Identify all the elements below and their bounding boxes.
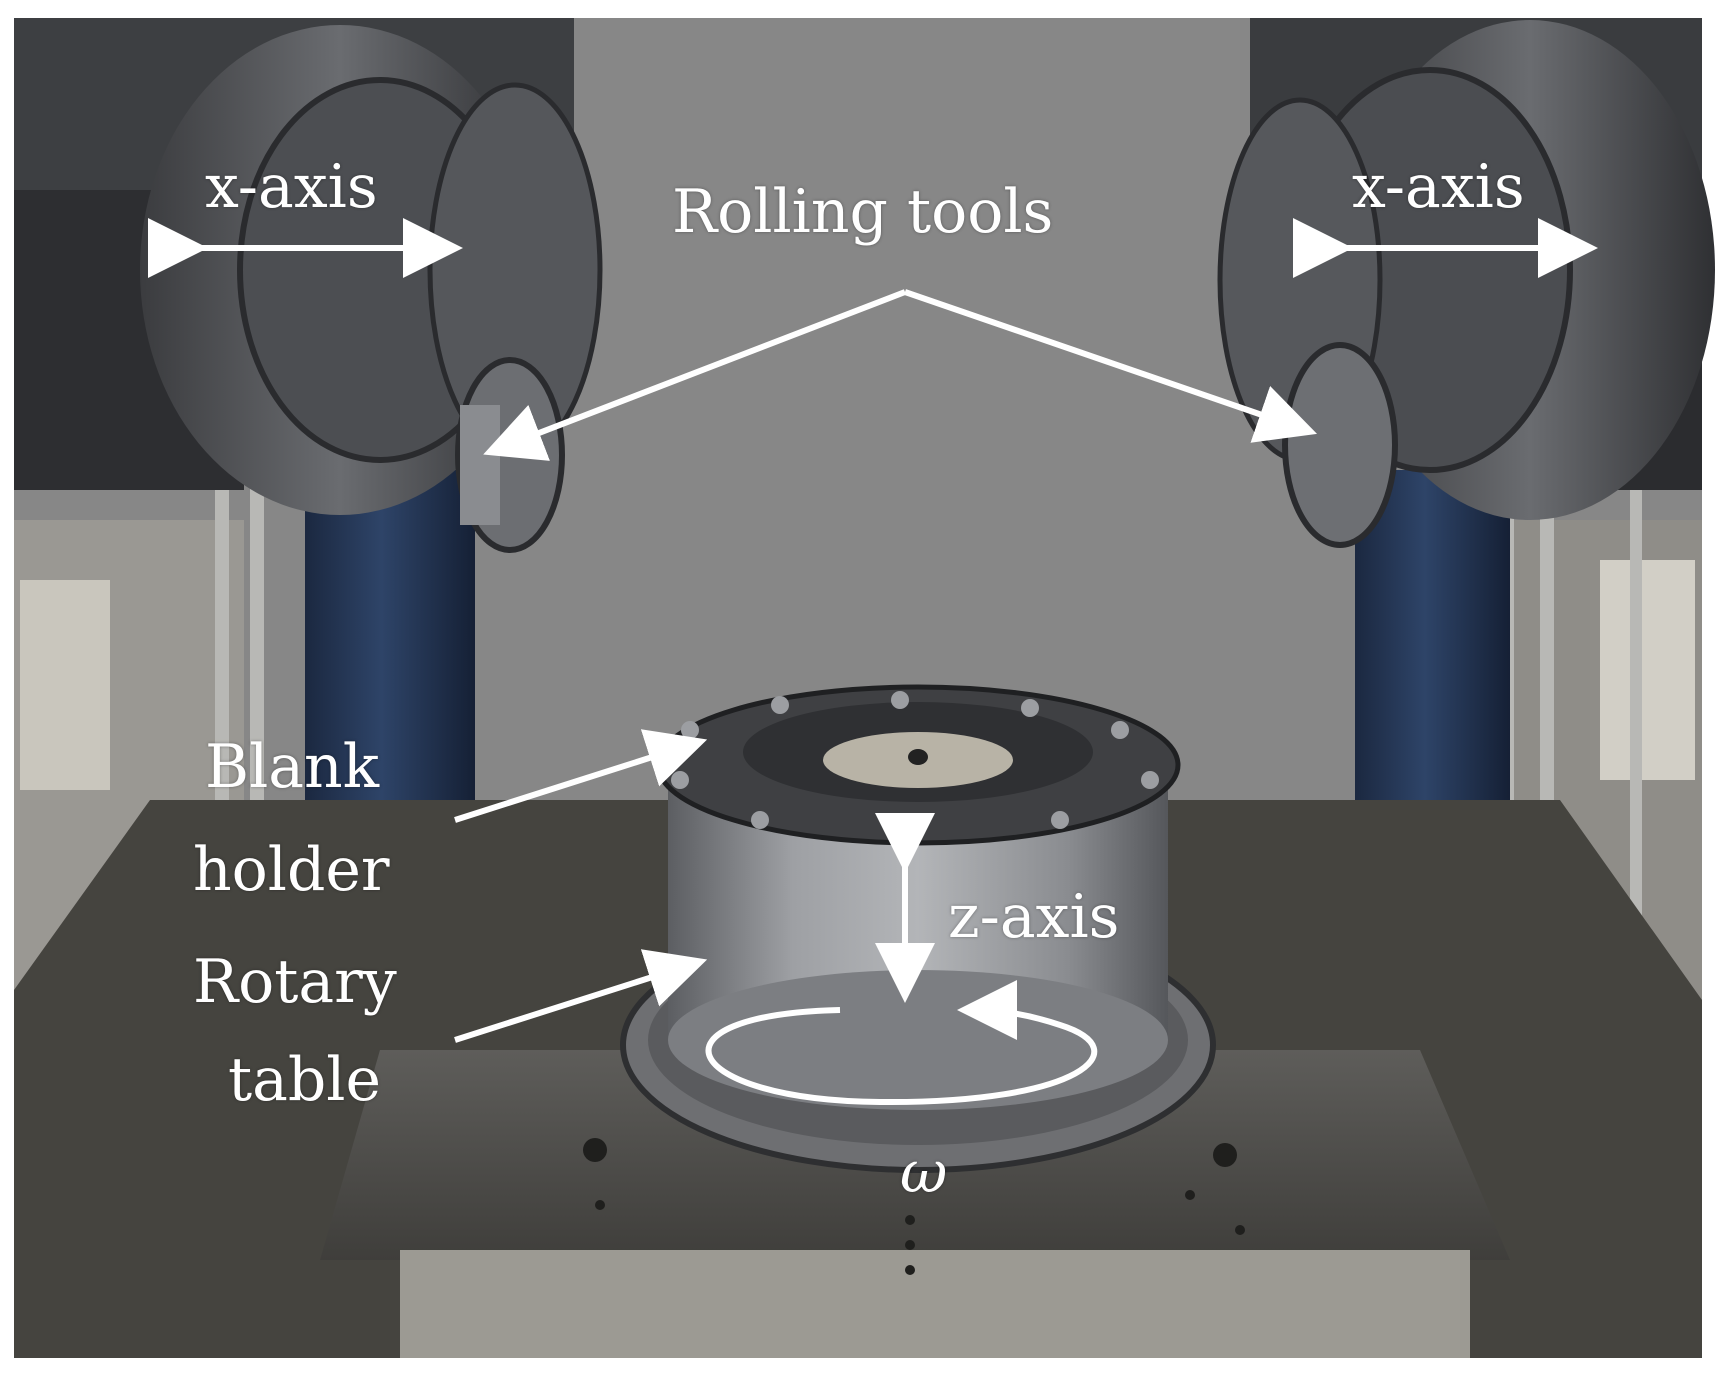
rotary-table-arrow xyxy=(454,949,708,1043)
right-window xyxy=(1600,560,1695,780)
rolling-tools-arrow-right xyxy=(904,289,1318,443)
front-plate-edge xyxy=(400,1250,1470,1358)
left-window xyxy=(20,580,110,790)
right-tool-head xyxy=(1217,18,1715,548)
plate-holes xyxy=(583,1138,1245,1275)
left-tool-head xyxy=(14,18,603,553)
rolling-tools-arrow-left xyxy=(483,289,907,461)
omega-rotation-path xyxy=(705,980,1098,1106)
ring-bolts xyxy=(671,691,1159,844)
annotations xyxy=(148,218,1598,1106)
blank-holder-arrow xyxy=(454,729,708,823)
